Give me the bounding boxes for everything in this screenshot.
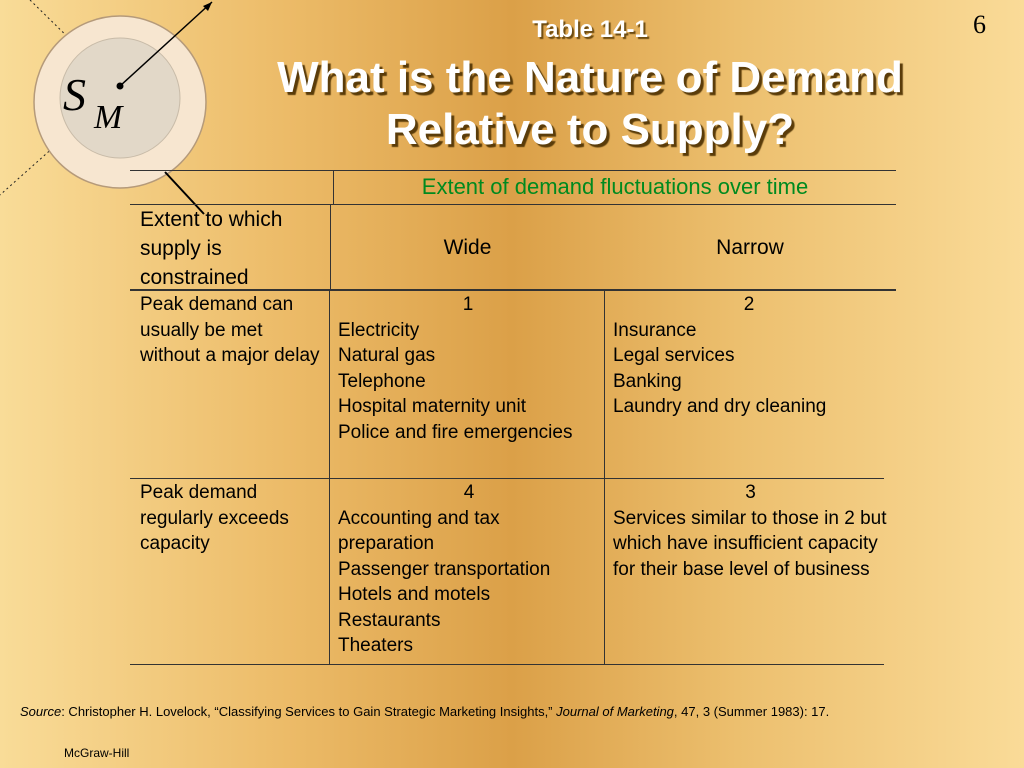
- list-item: Services similar to those in 2 but which…: [613, 507, 887, 580]
- table-rule-between-rows: [130, 478, 884, 479]
- quadrant-cell: 3 Services similar to those in 2 but whi…: [613, 480, 888, 582]
- list-item: Natural gas: [338, 345, 436, 366]
- sm-logo: S M: [0, 0, 230, 230]
- list-item: Theaters: [338, 635, 413, 656]
- col-header-wide: Wide: [443, 236, 492, 259]
- row-label: Peak demand regularly exceeds capacity: [140, 482, 289, 554]
- list-item: Electricity: [338, 319, 420, 341]
- col-header-narrow: Narrow: [716, 236, 784, 259]
- quadrant-cell: 2 Insurance Legal services Banking Laund…: [613, 292, 885, 420]
- logo-letter-m: M: [93, 99, 124, 136]
- publisher-footer: McGraw-Hill: [64, 746, 130, 760]
- supply-constraint-header: Extent to which supply is constrained: [140, 208, 283, 289]
- table-rule-under-col-headers: [130, 289, 896, 291]
- list-item: Legal services: [613, 345, 735, 366]
- quadrant-number: 2: [743, 294, 755, 315]
- logo-letter-s: S: [63, 69, 86, 120]
- table-label: Table 14-1: [532, 16, 648, 43]
- row-label: Peak demand can usually be met without a…: [140, 294, 320, 366]
- table-vrule-header: [333, 170, 334, 205]
- quadrant-number: 3: [745, 482, 756, 503]
- list-item: Police and fire emergencies: [338, 421, 573, 443]
- table-rule-top: [130, 170, 896, 171]
- source-details: , 47, 3 (Summer 1983): 17.: [673, 704, 830, 719]
- list-item: Banking: [613, 370, 682, 392]
- list-item: Telephone: [338, 370, 426, 392]
- source-citation: Source: Christopher H. Lovelock, “Classi…: [20, 704, 829, 719]
- source-text: : Christopher H. Lovelock, “Classifying …: [61, 704, 557, 719]
- table-vrule-body-left: [329, 290, 330, 665]
- list-item: Insurance: [613, 319, 697, 341]
- service-list: Insurance Legal services Banking Laundry…: [613, 318, 885, 420]
- quadrant-number: 4: [463, 482, 475, 503]
- journal-name: Journal of Marketing: [556, 704, 674, 719]
- slide-title: What is the Nature of Demand Relative to…: [277, 53, 903, 154]
- list-item: Passenger transportation: [338, 558, 551, 580]
- list-item: Hotels and motels: [338, 584, 491, 605]
- list-item: Accounting and tax preparation: [338, 507, 500, 555]
- list-item: Restaurants: [338, 609, 441, 631]
- table-vrule-body-middle: [604, 290, 605, 665]
- service-list: Electricity Natural gas Telephone Hospit…: [338, 318, 598, 446]
- table-rule-under-top-header: [130, 204, 896, 205]
- quadrant-cell: 1 Electricity Natural gas Telephone Hosp…: [338, 292, 598, 445]
- service-list: Services similar to those in 2 but which…: [613, 506, 888, 583]
- source-label: Source: [20, 704, 62, 719]
- demand-fluctuation-header: Extent of demand fluctuations over time: [421, 174, 809, 199]
- list-item: Hospital maternity unit: [338, 396, 526, 417]
- quadrant-cell: 4 Accounting and tax preparation Passeng…: [338, 480, 600, 659]
- slide-number: 6: [973, 10, 986, 39]
- table-vrule-col-headers: [330, 204, 331, 289]
- table-rule-bottom: [130, 664, 884, 665]
- service-list: Accounting and tax preparation Passenger…: [338, 506, 600, 659]
- list-item: Laundry and dry cleaning: [613, 396, 827, 417]
- quadrant-number: 1: [462, 294, 474, 315]
